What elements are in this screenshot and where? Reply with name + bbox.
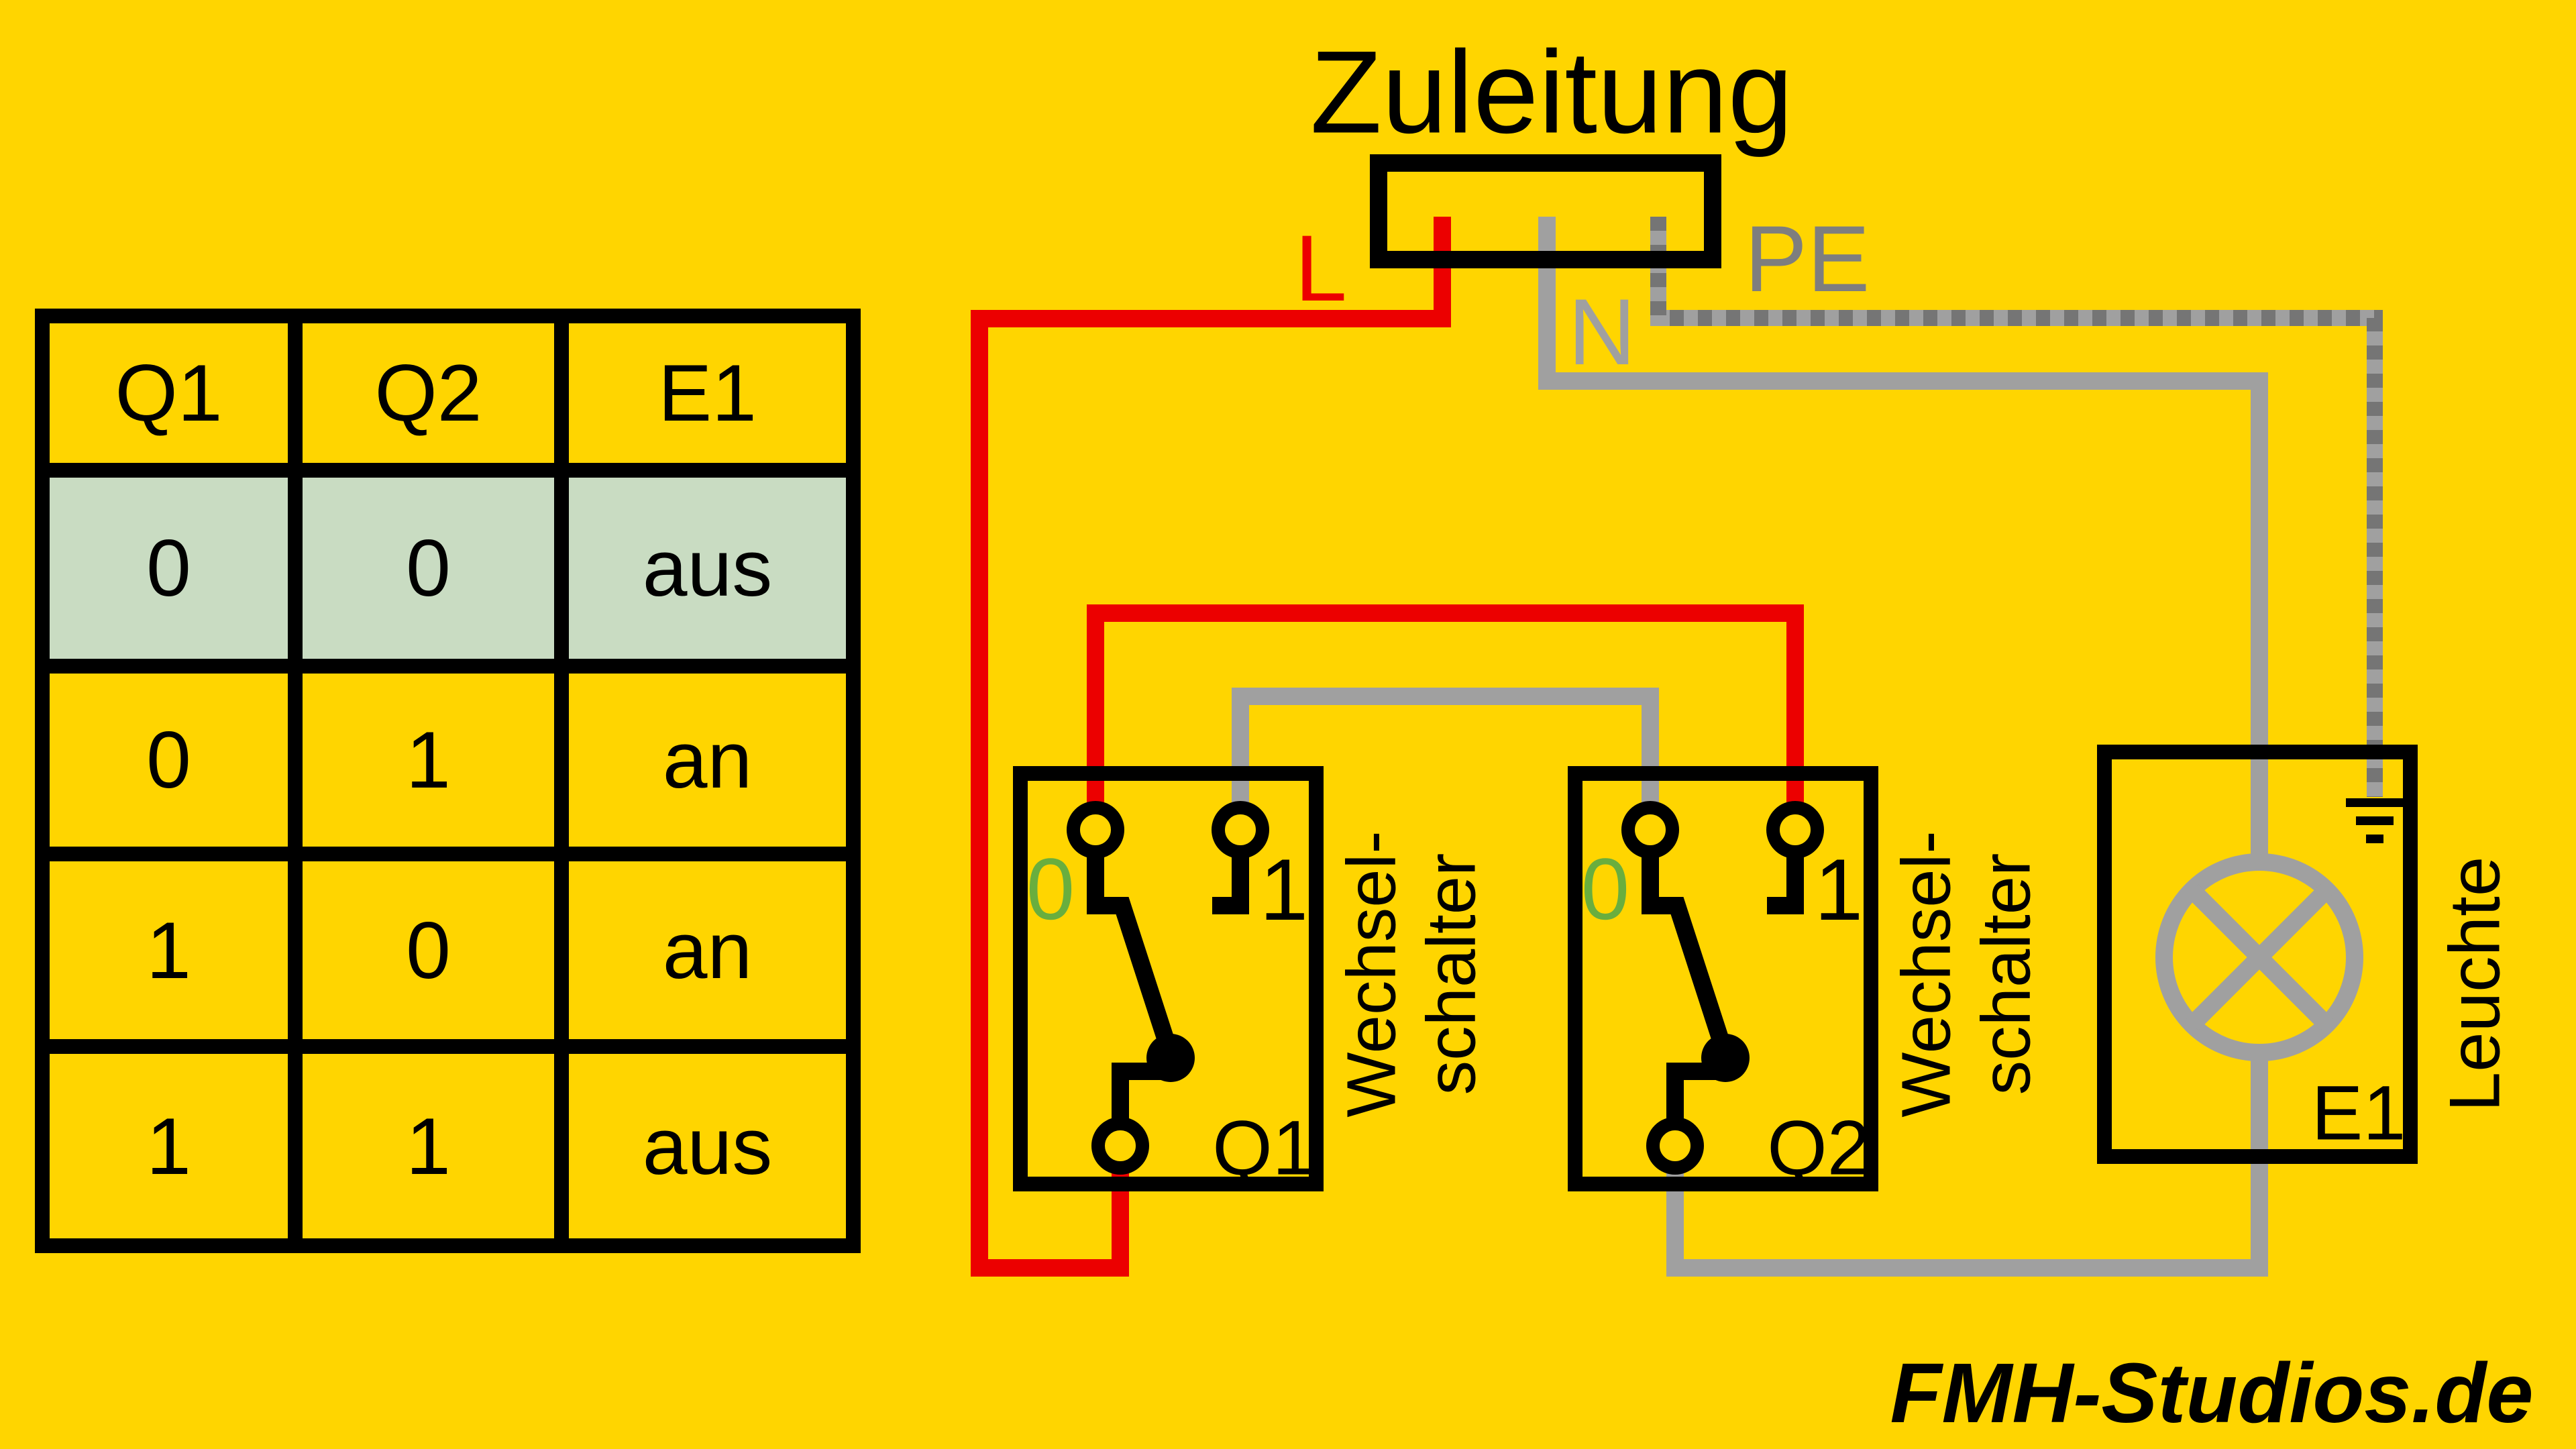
ground-icon: [2346, 798, 2404, 843]
q1-id-label: Q1: [1212, 1105, 1316, 1191]
table-cell: 1: [50, 861, 288, 1039]
q1-terminal-one: [1212, 801, 1269, 859]
table-cell: an: [569, 674, 846, 847]
wire-label-n: N: [1568, 279, 1636, 384]
q1-contact-one-stub: [1212, 852, 1249, 914]
wire-pe-dashes: [1650, 217, 2383, 797]
table-header-q2: Q2: [303, 323, 554, 463]
table-cell: 0: [303, 861, 554, 1039]
q2-contact-one-stub: [1767, 852, 1804, 914]
q2-position-one-label: 1: [1814, 841, 1864, 938]
q1-terminal-common: [1091, 1117, 1149, 1175]
table-header-q1: Q1: [50, 323, 288, 463]
q2-lever: [1642, 852, 1734, 1058]
q1-terminal-zero: [1067, 801, 1124, 859]
truth-table: Q1 Q2 E1 0 0 aus 0 1 an 1 0 an 1 1 aus: [35, 309, 861, 1253]
table-cell: 1: [303, 674, 554, 847]
q2-pivot-dot: [1701, 1034, 1750, 1082]
table-cell: an: [569, 861, 846, 1039]
wire-live-feed: [971, 217, 1451, 1277]
table-cell: 1: [303, 1054, 554, 1238]
q2-id-label: Q2: [1767, 1105, 1870, 1191]
q2-terminal-one: [1766, 801, 1824, 859]
wire-neutral-feed: [1538, 217, 2268, 861]
lamp-id-label: E1: [2311, 1070, 2406, 1157]
table-cell: aus: [569, 478, 846, 659]
q1-position-zero-label: 0: [1026, 840, 1075, 938]
q2-type-label: Wechsel- schalter: [1886, 830, 2047, 1117]
table-cell: 0: [303, 478, 554, 659]
supply-box: [1370, 154, 1721, 268]
lamp-type-label: Leuchte: [2434, 856, 2515, 1112]
q2-terminal-zero: [1621, 801, 1679, 859]
q1-pivot-dot: [1146, 1034, 1195, 1082]
table-cell: 1: [50, 1054, 288, 1238]
wire-label-l: L: [1295, 215, 1347, 321]
table-header-e1: E1: [569, 323, 846, 463]
table-cell: aus: [569, 1054, 846, 1238]
q1-position-one-label: 1: [1259, 841, 1309, 938]
q2-position-zero-label: 0: [1580, 840, 1630, 938]
q1-type-label: Wechsel- schalter: [1332, 830, 1492, 1117]
q2-type-line2: schalter: [1968, 853, 2045, 1095]
wire-traveler-red: [1087, 604, 1804, 809]
switch-q2-box: [1568, 766, 1878, 1191]
q1-type-line1: Wechsel-: [1332, 830, 1410, 1118]
lamp-cross-2: [2186, 883, 2333, 1031]
supply-title: Zuleitung: [1310, 27, 1793, 158]
table-cell: 0: [50, 478, 288, 659]
wire-traveler-gray: [1232, 688, 1659, 809]
lamp-box: [2097, 745, 2418, 1164]
q2-type-line1: Wechsel-: [1887, 830, 1965, 1118]
q1-lever: [1087, 852, 1179, 1058]
table-cell: 0: [50, 674, 288, 847]
lamp-circle-icon: [2155, 853, 2363, 1061]
q2-terminal-common: [1646, 1117, 1704, 1175]
q1-type-line2: schalter: [1413, 853, 1490, 1095]
wire-label-pe: PE: [1744, 206, 1870, 311]
switch-q1-box: [1013, 766, 1324, 1191]
brand-text: FMH-Studios.de: [1890, 1346, 2534, 1440]
